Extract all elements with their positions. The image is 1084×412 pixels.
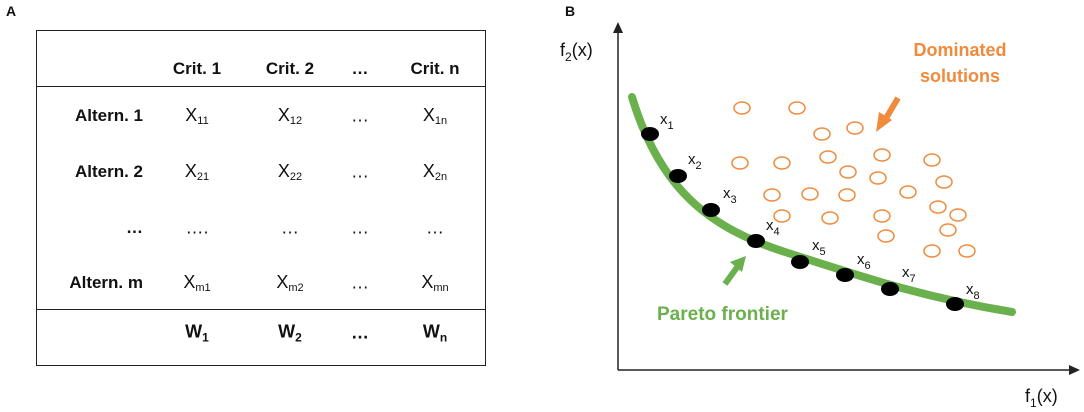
dominated-solution [839, 165, 857, 179]
dominated-solution [869, 171, 887, 185]
x-axis-arrow [1069, 365, 1080, 375]
dominated-solution [939, 223, 957, 237]
pareto-point [881, 282, 899, 296]
panel-b-letter: B [565, 3, 576, 19]
dominated-solution [923, 244, 941, 258]
dominated-arrow-shaft [882, 96, 901, 122]
matrix-cell: X2n [422, 161, 448, 183]
weight-cell: W2 [278, 321, 302, 345]
row-label: … [126, 218, 143, 237]
dominated-solution [788, 101, 806, 115]
dominated-arrow-head [876, 112, 892, 132]
row-label: Altern. m [69, 273, 143, 292]
weight-cell: … [351, 322, 369, 343]
dominated-solution [873, 209, 891, 223]
dominated-solution [873, 148, 891, 162]
dominated-solution [773, 156, 791, 170]
matrix-cell: …. [185, 217, 209, 238]
dominated-solution [877, 229, 895, 243]
matrix-cell: … [351, 217, 369, 238]
matrix-cell: … [426, 217, 444, 238]
pareto-frontier-label: Pareto frontier [657, 304, 789, 325]
row-label: Altern. 1 [74, 106, 143, 125]
pareto-point [641, 127, 659, 141]
weight-cell: Wn [422, 321, 448, 345]
pareto-point-label: x8 [966, 281, 980, 302]
x-axis-label: f1(x) [1025, 386, 1058, 410]
pareto-point-label: x4 [766, 217, 780, 238]
pareto-point-label: x6 [857, 251, 871, 272]
pareto-point-label: x1 [660, 111, 674, 132]
matrix-cell: … [281, 217, 299, 238]
pareto-point [836, 268, 854, 282]
matrix-cell: X21 [184, 161, 210, 183]
dominated-label-line2: solutions [920, 66, 1000, 86]
dominated-solution [731, 156, 749, 170]
row-label: Altern. 2 [74, 162, 143, 181]
pareto-point [946, 297, 964, 311]
matrix-cell: Xm1 [183, 272, 211, 294]
y-axis-arrow [613, 22, 623, 33]
panel-a-letter: A [6, 3, 17, 19]
matrix-cell: X12 [277, 105, 303, 127]
column-header: Crit. 1 [172, 59, 222, 78]
pareto-frontier-curve [628, 93, 1016, 316]
dominated-solution [763, 188, 781, 202]
column-header: Crit. n [410, 59, 460, 78]
dominated-solution [813, 127, 831, 141]
pareto-point-label: x5 [812, 237, 826, 258]
dominated-solution [733, 101, 751, 115]
pareto-point [791, 255, 809, 269]
matrix-cell: … [351, 161, 369, 182]
weight-cell: W1 [185, 321, 209, 345]
pareto-point-label: x7 [902, 264, 916, 285]
dominated-solution [773, 209, 791, 223]
header-divider [37, 86, 485, 87]
column-header: … [351, 59, 369, 78]
dominated-solution [819, 150, 837, 164]
pareto-point [747, 234, 765, 248]
pareto-arrow-shaft [722, 264, 741, 286]
column-header: Crit. 2 [265, 59, 315, 78]
dominated-solution [958, 244, 976, 258]
dominated-solution [801, 187, 819, 201]
dominated-solution [935, 175, 953, 189]
weights-divider [37, 309, 485, 310]
dominated-label-line1: Dominated [913, 40, 1006, 60]
matrix-cell: … [351, 105, 369, 126]
decision-matrix: Crit. 1 Crit. 2 … Crit. n Altern. 1 X11 X12 … X1… [36, 30, 486, 366]
matrix-cell: Xmn [421, 272, 449, 294]
dominated-solution [923, 153, 941, 167]
dominated-solution [846, 121, 864, 135]
matrix-cell: X1n [422, 105, 448, 127]
y-axis-label: f2(x) [560, 40, 593, 64]
dominated-solution [821, 211, 839, 225]
matrix-cell: Xm2 [276, 272, 304, 294]
dominated-solution [899, 185, 917, 199]
pareto-point-label: x2 [688, 151, 702, 172]
matrix-cell: X11 [185, 105, 209, 127]
pareto-diagram: f2(x) f1(x) x1 x2 x3 x4 x5 x6 x7 x8 Dominated solut… [560, 22, 1080, 410]
dominated-solution [929, 200, 947, 214]
matrix-cell: X22 [277, 161, 303, 183]
pareto-point [702, 203, 720, 217]
dominated-solution [838, 188, 856, 202]
matrix-cell: … [351, 272, 369, 293]
pareto-point [669, 169, 687, 183]
dominated-solution [949, 208, 967, 222]
pareto-arrow-head [730, 256, 746, 272]
pareto-point-label: x3 [723, 185, 737, 206]
